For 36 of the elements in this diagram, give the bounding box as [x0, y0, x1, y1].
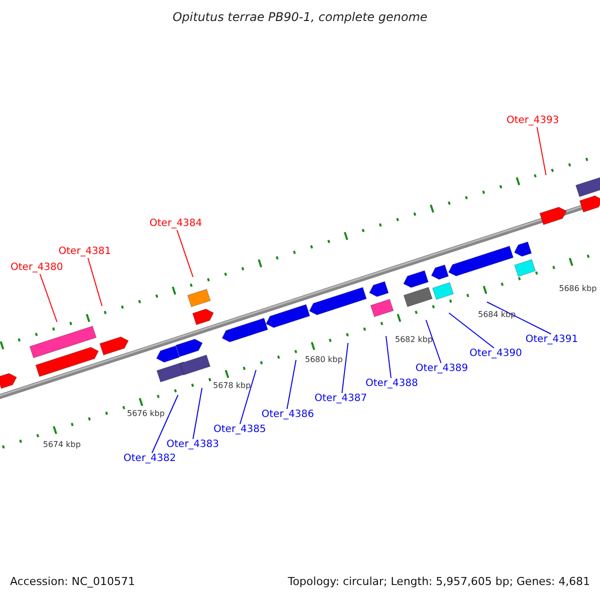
scale-label: 5678 kbp	[213, 381, 251, 391]
leader-line	[342, 342, 348, 394]
scale-label: 5674 kbp	[43, 440, 81, 450]
leader-line	[426, 320, 442, 364]
leader-line	[40, 274, 58, 322]
gene-label: Oter_4386	[262, 409, 314, 421]
gene-label: Oter_4393	[506, 115, 560, 127]
leader-line	[486, 302, 552, 334]
gene-label: Oter_4384	[150, 218, 202, 230]
gene-label: Oter_4383	[166, 439, 220, 451]
footer-text: Accession: NC_010571	[10, 575, 136, 588]
leader-line	[176, 230, 194, 278]
leader-line	[152, 394, 178, 454]
gene-label: Oter_4388	[366, 378, 418, 390]
gene-label: Oter_4385	[214, 424, 266, 436]
gene-label: Oter_4380	[10, 262, 64, 274]
leader-line	[386, 336, 392, 378]
gene-label: Oter_4387	[314, 393, 368, 405]
scale-label: 5680 kbp	[305, 355, 343, 365]
leader-line	[536, 126, 546, 176]
gene-label: Oter_4381	[58, 246, 112, 258]
gene-label: Oter_4382	[124, 453, 176, 465]
title: Opitutus terrae PB90-1, complete genome	[172, 10, 428, 24]
gene-label: Oter_4391	[526, 334, 578, 346]
gene-label: Oter_4389	[416, 363, 468, 375]
leader-line	[448, 312, 494, 348]
scale-label: 5686 kbp	[559, 284, 597, 294]
leader-line	[286, 360, 296, 410]
scale-label: 5676 kbp	[127, 409, 165, 419]
scale-label: 5684 kbp	[478, 310, 516, 320]
gene-label: Oter_4390	[470, 348, 522, 360]
leader-line	[88, 258, 102, 306]
footer-text: Topology: circular; Length: 5,957,605 bp; Genes: 4,681	[288, 575, 590, 588]
scale-label: 5682 kbp	[395, 335, 433, 345]
leader-line	[192, 388, 202, 440]
leader-line	[240, 370, 256, 424]
